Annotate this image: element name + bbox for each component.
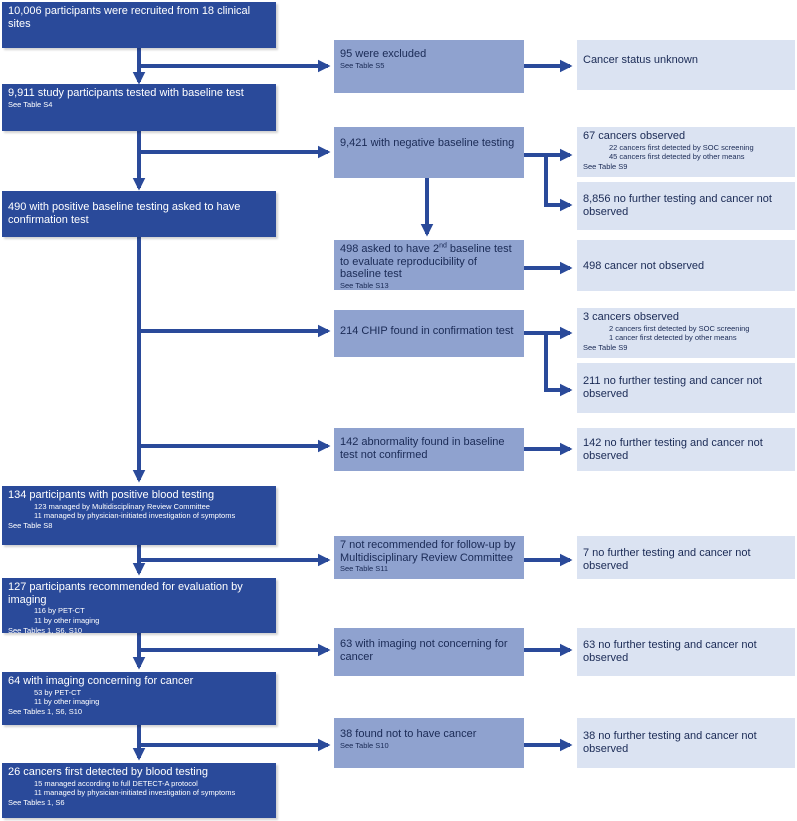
box-7: 7 no further testing and cancer not obse…: [577, 536, 795, 579]
box-sub: 11 managed by physician-initiated invest…: [34, 511, 236, 521]
box-38: 38 no further testing and cancer not obs…: [577, 718, 795, 768]
box-title: 9,911 study participants tested with bas…: [8, 87, 244, 99]
box-no-cancer: 38 found not to have cancer See Table S1…: [334, 718, 524, 768]
box-ref: See Table S5: [340, 60, 385, 70]
box-498-not-observed: 498 cancer not observed: [577, 240, 795, 291]
box-title: 7 not recommended for follow-up by Multi…: [340, 539, 516, 564]
box-title: 490 with positive baseline testing asked…: [8, 201, 241, 226]
box-title: 8,856 no further testing and cancer not …: [583, 193, 772, 218]
box-ref: See Table S13: [340, 280, 389, 290]
box-imaging-concerning: 64 with imaging concerning for cancer 53…: [2, 672, 276, 725]
box-ref: See Table S10: [340, 740, 389, 750]
box-title: 38 found not to have cancer: [340, 728, 477, 740]
box-cancers-detected: 26 cancers first detected by blood testi…: [2, 763, 276, 818]
box-211: 211 no further testing and cancer not ob…: [577, 363, 795, 413]
box-title: 142 no further testing and cancer not ob…: [583, 437, 763, 462]
box-title-sup: nd: [439, 242, 447, 250]
box-ref: See Table S4: [8, 99, 53, 109]
box-67-cancers: 67 cancers observed 22 cancers first det…: [577, 127, 795, 177]
box-title: 7 no further testing and cancer not obse…: [583, 547, 751, 572]
box-ref: See Table S9: [583, 342, 628, 352]
box-sub: 11 by other imaging: [34, 615, 100, 625]
box-sub: 45 cancers first detected by other means: [609, 152, 745, 162]
box-title: 211 no further testing and cancer not ob…: [583, 375, 762, 400]
box-baseline-tested: 9,911 study participants tested with bas…: [2, 84, 276, 131]
box-sub: 15 managed according to full DETECT-A pr…: [34, 778, 198, 788]
box-title: 498 cancer not observed: [583, 260, 705, 272]
box-63: 63 no further testing and cancer not obs…: [577, 628, 795, 676]
box-sub: 2 cancers first detected by SOC screenin…: [609, 323, 750, 333]
box-142: 142 no further testing and cancer not ob…: [577, 428, 795, 471]
box-title: 64 with imaging concerning for cancer: [8, 675, 194, 687]
box-cancer-unknown: Cancer status unknown: [577, 40, 795, 90]
box-title: 38 no further testing and cancer not obs…: [583, 730, 757, 755]
box-ref: See Tables 1, S6, S10: [8, 706, 83, 716]
box-title: 214 CHIP found in confirmation test: [340, 325, 514, 337]
box-title: 142 abnormality found in baseline test n…: [340, 436, 505, 461]
box-title: 95 were excluded: [340, 48, 427, 60]
box-title: 10,006 participants were recruited from …: [8, 5, 251, 30]
box-3-cancers: 3 cancers observed 2 cancers first detec…: [577, 308, 795, 358]
box-chip: 214 CHIP found in confirmation test: [334, 310, 524, 357]
box-imaging-recommended: 127 participants recommended for evaluat…: [2, 578, 276, 635]
box-ref: See Table S8: [8, 520, 53, 530]
box-title: 3 cancers observed: [583, 311, 679, 323]
box-ref: See Tables 1, S6, S10: [8, 625, 83, 635]
box-title: 63 with imaging not concerning for cance…: [340, 638, 508, 663]
box-negative-baseline: 9,421 with negative baseline testing: [334, 127, 524, 178]
box-title: 127 participants recommended for evaluat…: [8, 581, 243, 606]
arrow-right: [544, 155, 573, 212]
box-sub: 1 cancer first detected by other means: [609, 333, 737, 343]
box-imaging-not-concerning: 63 with imaging not concerning for cance…: [334, 628, 524, 676]
box-sub: 22 cancers first detected by SOC screeni…: [609, 142, 754, 152]
box-ref: See Table S9: [583, 161, 628, 171]
box-ref: See Tables 1, S6: [8, 797, 65, 807]
box-sub: 116 by PET-CT: [34, 606, 85, 616]
arrow-right: [544, 333, 573, 397]
box-title: 498 asked to have 2nd baseline test to e…: [340, 242, 518, 281]
box-excluded: 95 were excluded See Table S5: [334, 40, 524, 93]
box-sub: 11 by other imaging: [34, 697, 100, 707]
box-ref: See Table S11: [340, 564, 389, 574]
box-recruited: 10,006 participants were recruited from …: [2, 2, 276, 48]
box-title: 63 no further testing and cancer not obs…: [583, 639, 757, 664]
box-sub: 123 managed by Multidisciplinary Review …: [34, 501, 210, 511]
box-positive-baseline: 490 with positive baseline testing asked…: [2, 191, 276, 237]
box-title: 26 cancers first detected by blood testi…: [8, 766, 208, 778]
box-title: Cancer status unknown: [583, 54, 698, 66]
box-title: 67 cancers observed: [583, 130, 686, 142]
box-title: 9,421 with negative baseline testing: [340, 137, 515, 149]
box-title-pre: 498 asked to have 2: [340, 243, 440, 255]
box-not-recommended: 7 not recommended for follow-up by Multi…: [334, 536, 524, 579]
box-sub: 11 managed by physician-initiated invest…: [34, 788, 236, 798]
box-positive-blood: 134 participants with positive blood tes…: [2, 486, 276, 545]
box-8856: 8,856 no further testing and cancer not …: [577, 182, 795, 230]
box-abnormality: 142 abnormality found in baseline test n…: [334, 428, 524, 471]
box-title: 134 participants with positive blood tes…: [8, 489, 215, 501]
box-second-baseline: 498 asked to have 2nd baseline test to e…: [334, 240, 524, 290]
box-sub: 53 by PET-CT: [34, 687, 82, 697]
box-title-post: baseline test to evaluate reproducibilit…: [340, 243, 512, 281]
